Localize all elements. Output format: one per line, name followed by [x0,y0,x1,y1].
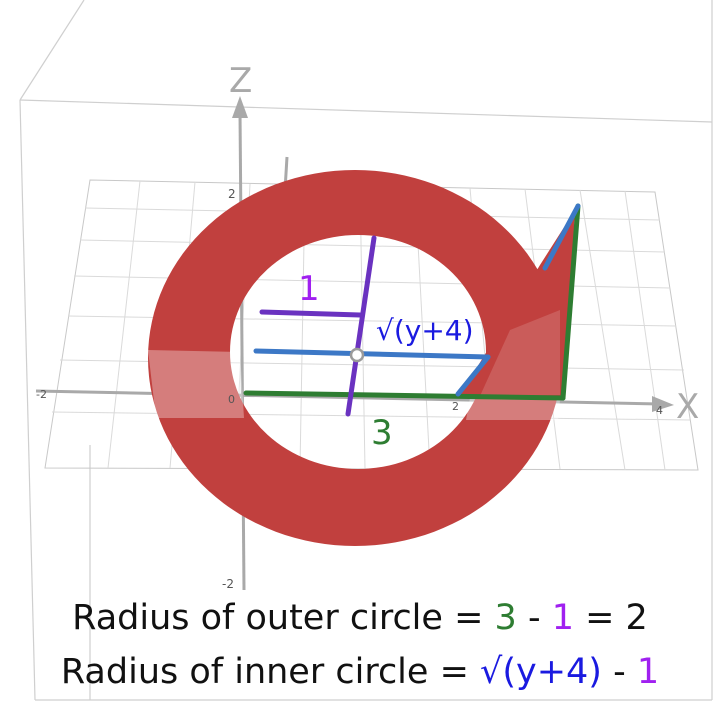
region-fill-highlight [480,310,560,396]
inner-radius-expression-label: √(y+4) [376,314,474,347]
inner-caption-sqrt: √(y+4) [480,652,602,692]
inner-caption-prefix: Radius of inner circle = [60,652,481,692]
outer-radius-segment [243,203,581,401]
x-tick-4: 4 [656,404,663,417]
axis-intersection-point [349,347,365,363]
rotation-axis [259,235,377,417]
inner-radius-segment [253,203,581,397]
outer-caption-value-3: 3 [494,598,517,638]
x-tick-neg2: -2 [36,388,47,401]
plane-overlay [148,350,560,420]
washer-cross-section [148,170,562,546]
x-tick-2: 2 [452,400,459,413]
region-fill [460,210,575,398]
outer-caption-minus: - [516,598,552,638]
inner-offset-label: 1 [298,269,320,309]
outer-caption-value-1: 1 [551,598,574,638]
outer-caption-result: = 2 [573,598,648,638]
inner-radius-caption: Radius of inner circle = √(y+4) - 1 [0,652,720,692]
inner-caption-value-1: 1 [636,652,660,692]
outer-radius-caption: Radius of outer circle = 3 - 1 = 2 [0,598,720,638]
z-tick-neg2: -2 [222,577,234,591]
x-axis-label: X [676,387,699,427]
bounding-box [19,0,713,701]
z-axis-label: Z [229,61,252,101]
z-tick-2: 2 [228,187,236,201]
outer-caption-prefix: Radius of outer circle = [72,598,495,638]
origin-tick: 0 [228,393,235,406]
inner-caption-minus: - [601,652,637,692]
outer-offset-label: 3 [371,413,393,453]
